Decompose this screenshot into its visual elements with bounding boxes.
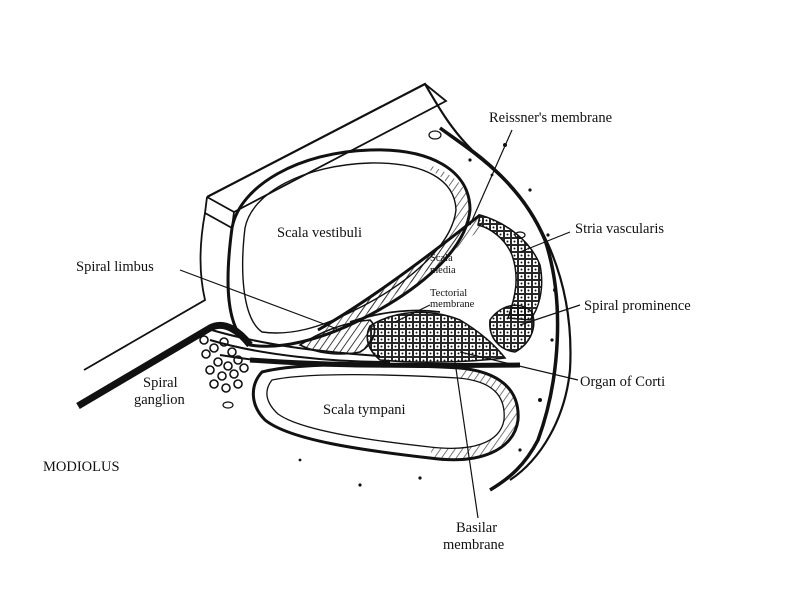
label-spiral-prominence: Spiral prominence bbox=[584, 298, 691, 314]
outer-bony-wall bbox=[206, 82, 572, 481]
label-spiral-ganglion-line2: ganglion bbox=[134, 392, 185, 408]
speckle-oval bbox=[428, 130, 442, 140]
reissners-membrane-hatch bbox=[318, 215, 486, 340]
label-basilar-line1: Basilar bbox=[456, 520, 497, 536]
label-stria-vascularis: Stria vascularis bbox=[575, 221, 664, 237]
label-scala-vestibuli: Scala vestibuli bbox=[277, 225, 362, 241]
leader-spiral-limbus bbox=[179, 269, 341, 331]
label-spiral-ganglion-line1: Spiral bbox=[143, 375, 178, 391]
bone-block-edge bbox=[204, 196, 235, 230]
leader-stria-vascularis bbox=[519, 231, 571, 253]
label-tectorial-line2: membrane bbox=[430, 299, 475, 310]
label-basilar-line2: membrane bbox=[443, 537, 504, 553]
speckle-oval bbox=[222, 401, 234, 409]
leader-spiral-prominence bbox=[519, 304, 581, 326]
label-scala-tympani: Scala tympani bbox=[323, 402, 406, 418]
label-scala-media-line1: Scala bbox=[430, 253, 453, 264]
spiral-ganglion-cells bbox=[199, 335, 249, 393]
label-reissners-membrane: Reissner's membrane bbox=[489, 110, 612, 126]
label-tectorial-line1: Tectorial bbox=[430, 288, 467, 299]
spiral-prominence bbox=[489, 304, 535, 353]
leader-reissners-membrane bbox=[469, 129, 513, 226]
tympani-wall-hatching bbox=[430, 368, 519, 460]
stria-vascularis bbox=[477, 214, 543, 321]
modiolus-upper-line bbox=[83, 212, 207, 371]
leader-basilar-membrane bbox=[454, 361, 479, 519]
reissners-membrane bbox=[317, 213, 481, 332]
scala-tympani-inner-wall bbox=[266, 373, 505, 449]
label-spiral-limbus: Spiral limbus bbox=[76, 259, 154, 275]
bone-block-top bbox=[206, 83, 448, 214]
label-modiolus: MODIOLUS bbox=[43, 459, 120, 475]
organ-of-corti bbox=[366, 311, 507, 363]
tectorial-membrane bbox=[349, 309, 441, 323]
leader-organ-of-corti bbox=[459, 351, 579, 381]
speckle-oval bbox=[514, 231, 526, 239]
label-scala-media-line2: media bbox=[430, 265, 456, 276]
leader-tectorial-membrane bbox=[394, 304, 431, 323]
label-organ-of-corti: Organ of Corti bbox=[580, 374, 665, 390]
